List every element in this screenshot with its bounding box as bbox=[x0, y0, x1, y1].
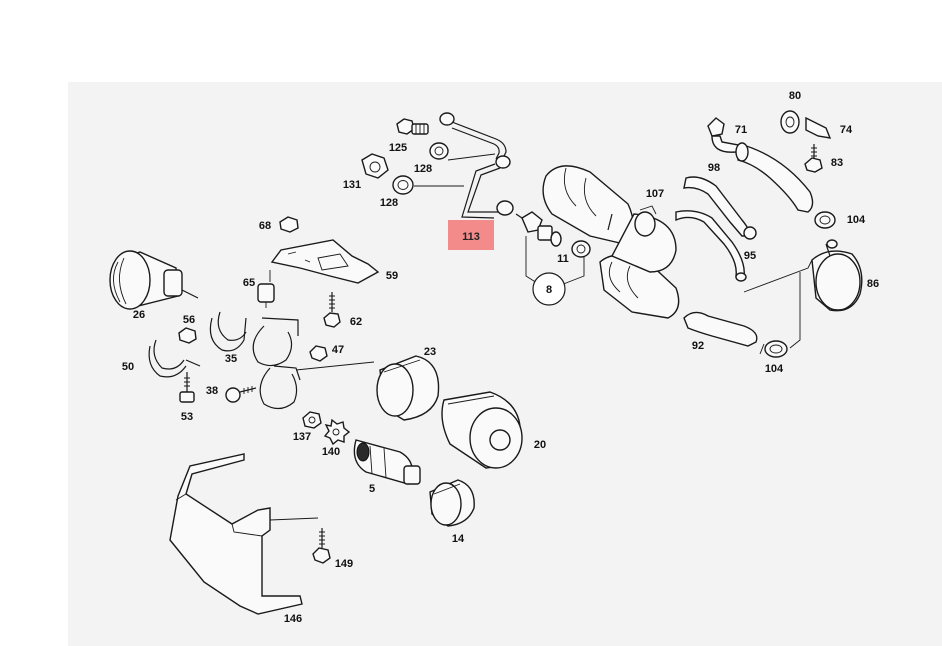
label-128-upper[interactable]: 128 bbox=[414, 163, 432, 175]
label-20[interactable]: 20 bbox=[534, 439, 546, 451]
part-107-hose-clip[interactable] bbox=[634, 205, 657, 237]
leader-line bbox=[447, 153, 496, 161]
label-98[interactable]: 98 bbox=[708, 162, 720, 174]
part-149-screw[interactable] bbox=[312, 528, 331, 564]
label-26[interactable]: 26 bbox=[133, 309, 145, 321]
part-38-screw[interactable] bbox=[225, 386, 257, 403]
part-47-nut[interactable] bbox=[309, 345, 328, 362]
part-5-fuel-pump[interactable] bbox=[353, 439, 421, 485]
part-65-damper[interactable] bbox=[257, 270, 275, 308]
part-74-clip[interactable] bbox=[805, 116, 832, 139]
leader-line bbox=[743, 259, 813, 293]
part-92-hose[interactable] bbox=[683, 311, 758, 347]
part-146-protective-cover[interactable] bbox=[169, 453, 319, 615]
part-80-grommet[interactable] bbox=[780, 110, 800, 134]
label-131[interactable]: 131 bbox=[343, 179, 361, 191]
part-68-nut[interactable] bbox=[279, 216, 299, 233]
label-74[interactable]: 74 bbox=[840, 124, 853, 136]
part-23-rubber-sleeve[interactable] bbox=[376, 355, 440, 421]
part-86-pressure-damper[interactable] bbox=[811, 239, 863, 312]
part-53-bolt[interactable] bbox=[179, 372, 195, 403]
label-50[interactable]: 50 bbox=[122, 361, 134, 373]
part-8-fitting[interactable] bbox=[515, 211, 562, 247]
part-83-screw[interactable] bbox=[804, 144, 823, 173]
part-104-hose-clamp-lower[interactable] bbox=[759, 340, 788, 358]
highlight-box bbox=[448, 220, 494, 250]
part-125-banjo-bolt[interactable] bbox=[396, 118, 429, 135]
part-128-seal-ring-upper[interactable] bbox=[429, 142, 449, 160]
filter-housing-outline bbox=[611, 213, 677, 273]
label-104-upper[interactable]: 104 bbox=[847, 214, 866, 226]
label-83[interactable]: 83 bbox=[831, 157, 843, 169]
part-137-nut[interactable] bbox=[302, 411, 322, 429]
label-137[interactable]: 137 bbox=[293, 431, 311, 443]
label-140[interactable]: 140 bbox=[322, 446, 340, 458]
label-80[interactable]: 80 bbox=[789, 90, 801, 102]
part-95-hose[interactable] bbox=[675, 210, 747, 282]
part-113-fuel-pipe[interactable] bbox=[439, 112, 514, 219]
leader-line bbox=[789, 272, 801, 349]
bracket-clamp-assembly[interactable] bbox=[252, 317, 375, 410]
label-107[interactable]: 107 bbox=[646, 188, 664, 200]
label-86[interactable]: 86 bbox=[867, 278, 879, 290]
part-104-hose-clamp-upper[interactable] bbox=[814, 211, 836, 229]
label-11[interactable]: 11 bbox=[557, 253, 569, 265]
label-23[interactable]: 23 bbox=[424, 346, 436, 358]
part-20-fuel-filter-housing[interactable] bbox=[441, 391, 523, 469]
part-50-clamp[interactable] bbox=[148, 339, 201, 378]
label-62[interactable]: 62 bbox=[350, 316, 362, 328]
label-71[interactable]: 71 bbox=[735, 124, 747, 136]
label-5[interactable]: 5 bbox=[369, 483, 375, 495]
label-47[interactable]: 47 bbox=[332, 344, 344, 356]
label-149[interactable]: 149 bbox=[335, 558, 353, 570]
part-98-hose[interactable] bbox=[683, 176, 757, 240]
part-26-fuel-accumulator[interactable] bbox=[109, 250, 199, 310]
highlight-label[interactable]: 113 bbox=[462, 231, 480, 243]
part-11-seal-ring[interactable] bbox=[571, 240, 591, 258]
label-65[interactable]: 65 bbox=[243, 277, 255, 289]
part-131-nut[interactable] bbox=[361, 153, 389, 179]
label-35[interactable]: 35 bbox=[225, 353, 237, 365]
fuel-return-hose[interactable] bbox=[735, 142, 814, 213]
part-35-clamp[interactable] bbox=[209, 311, 247, 352]
label-38[interactable]: 38 bbox=[206, 385, 218, 397]
label-95[interactable]: 95 bbox=[744, 250, 756, 262]
label-125[interactable]: 125 bbox=[389, 142, 407, 154]
part-56-nut[interactable] bbox=[178, 327, 197, 344]
label-59[interactable]: 59 bbox=[386, 270, 398, 282]
part-59-bracket[interactable] bbox=[270, 239, 380, 284]
label-146[interactable]: 146 bbox=[284, 613, 302, 625]
label-68[interactable]: 68 bbox=[259, 220, 271, 232]
label-92[interactable]: 92 bbox=[692, 340, 704, 352]
part-62-screw[interactable] bbox=[323, 292, 341, 328]
label-53[interactable]: 53 bbox=[181, 411, 193, 423]
part-140-lock-washer[interactable] bbox=[323, 418, 351, 446]
label-8[interactable]: 8 bbox=[546, 284, 552, 296]
label-14[interactable]: 14 bbox=[452, 533, 465, 545]
label-56[interactable]: 56 bbox=[183, 314, 195, 326]
callout-circle bbox=[532, 272, 566, 306]
label-128-lower[interactable]: 128 bbox=[380, 197, 398, 209]
label-104-lower[interactable]: 104 bbox=[765, 363, 784, 375]
part-128-seal-ring-lower[interactable] bbox=[392, 175, 414, 195]
part-14-rubber-ring[interactable] bbox=[429, 479, 475, 527]
